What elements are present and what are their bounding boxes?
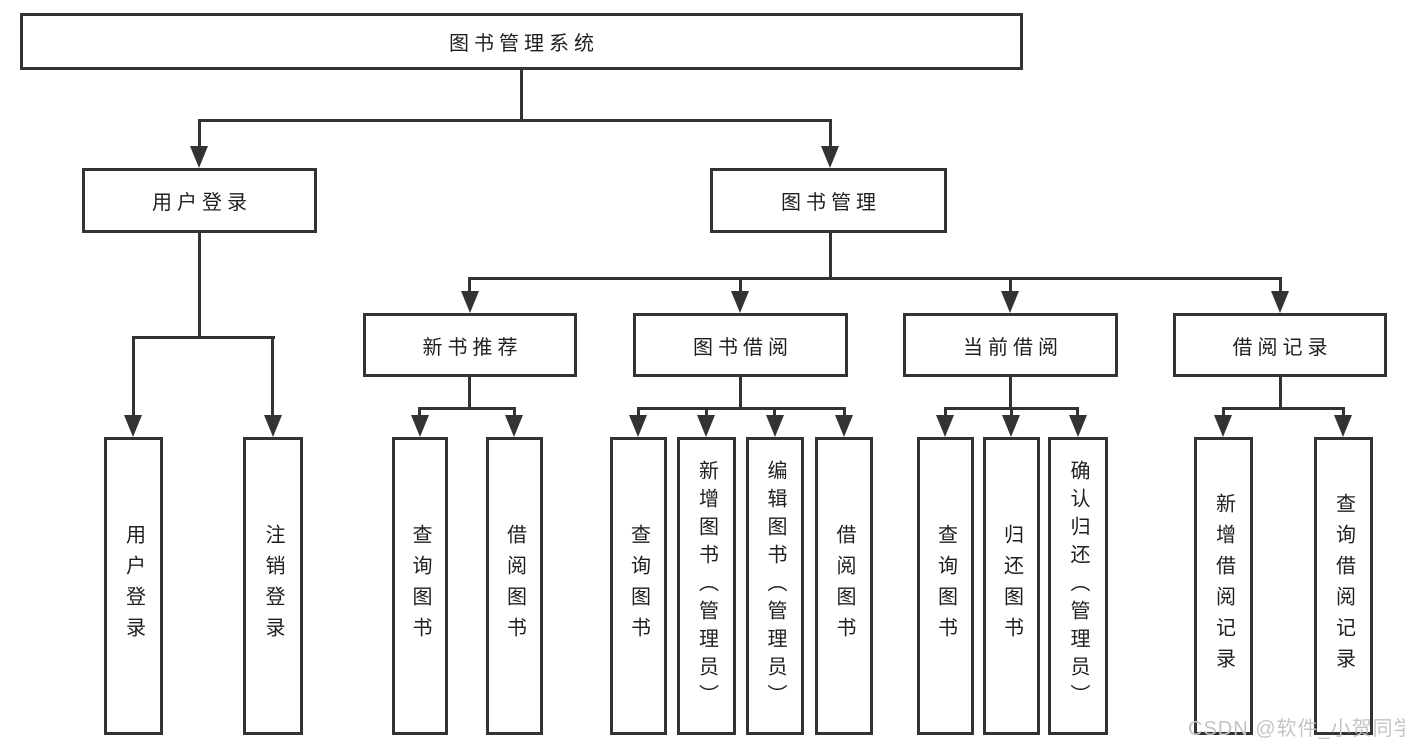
- leaf-current-confirm-admin: 确认归还（管理员）: [1048, 437, 1108, 735]
- connector-stub-borrow-leaf1: [637, 407, 640, 418]
- leaf-user-login: 用户登录: [104, 437, 163, 735]
- arrow-to-current-leaf1: [936, 415, 954, 437]
- root-label: 图书管理系统: [449, 33, 599, 55]
- module-records-box: 借阅记录: [1173, 313, 1387, 377]
- connector-borrow-trunk: [739, 377, 742, 410]
- leaf-logout-label: 注销登录: [262, 524, 284, 648]
- leaf-current-query-label: 查询图书: [934, 524, 957, 648]
- leaf-logout: 注销登录: [243, 437, 303, 735]
- leaf-records-add-label: 新增借阅记录: [1212, 493, 1235, 679]
- leaf-newbook-borrow-label: 借阅图书: [503, 524, 526, 648]
- arrow-to-user-leaf2: [264, 415, 282, 437]
- arrow-to-module2: [731, 291, 749, 313]
- connector-mgmt-split: [468, 277, 1282, 280]
- module-records-label: 借阅记录: [1232, 336, 1333, 359]
- arrow-to-book-mgmt: [821, 146, 839, 168]
- arrow-to-module4: [1271, 291, 1289, 313]
- arrow-to-newbook-leaf2: [505, 415, 523, 437]
- leaf-user-login-label: 用户登录: [122, 524, 145, 648]
- connector-root-trunk: [520, 70, 523, 121]
- arrow-to-module3: [1001, 291, 1019, 313]
- user-login-branch-box: 用户登录: [82, 168, 317, 233]
- arrow-to-borrow-leaf4: [835, 415, 853, 437]
- connector-records-trunk: [1279, 377, 1282, 410]
- connector-stub-records-leaf1: [1222, 407, 1225, 418]
- leaf-borrow-add-admin-label: 新增图书（管理员）: [695, 460, 718, 712]
- leaf-newbook-query-label: 查询图书: [409, 524, 431, 648]
- connector-borrow-split: [637, 407, 846, 410]
- arrow-to-records-leaf1: [1214, 415, 1232, 437]
- leaf-current-confirm-admin-label: 确认归还（管理员）: [1067, 460, 1089, 712]
- csdn-watermark: CSDN @软件_小贺同学: [1188, 718, 1405, 740]
- module-borrow-label: 图书借阅: [693, 336, 793, 359]
- leaf-records-query: 查询借阅记录: [1314, 437, 1373, 735]
- leaf-borrow-borrow: 借阅图书: [815, 437, 873, 735]
- leaf-borrow-edit-admin: 编辑图书（管理员）: [746, 437, 804, 735]
- arrow-to-user-leaf1: [124, 415, 142, 437]
- arrow-to-borrow-leaf3: [766, 415, 784, 437]
- connector-newbook-trunk: [468, 377, 471, 410]
- connector-stub-user: [198, 119, 201, 149]
- leaf-borrow-query: 查询图书: [610, 437, 667, 735]
- user-login-branch-label: 用户登录: [152, 192, 252, 214]
- connector-stub-user-leaf2: [271, 336, 274, 416]
- connector-stub-module1: [468, 277, 471, 294]
- connector-stub-records-leaf2: [1342, 407, 1345, 418]
- connector-stub-borrow-leaf3: [773, 407, 776, 418]
- leaf-borrow-query-label: 查询图书: [627, 524, 650, 648]
- connector-stub-module4: [1279, 277, 1282, 294]
- arrow-to-borrow-leaf2: [697, 415, 715, 437]
- leaf-current-query: 查询图书: [917, 437, 974, 735]
- root-box: 图书管理系统: [20, 13, 1023, 70]
- arrow-to-records-leaf2: [1334, 415, 1352, 437]
- connector-root-split: [198, 119, 832, 122]
- connector-stub-borrow-leaf4: [843, 407, 846, 418]
- leaf-borrow-borrow-label: 借阅图书: [833, 524, 855, 648]
- connector-stub-mgmt: [829, 119, 832, 149]
- module-current-label: 当前借阅: [963, 336, 1063, 359]
- connector-mgmt-trunk: [829, 233, 832, 279]
- leaf-current-return-label: 归还图书: [1000, 524, 1023, 648]
- connector-user-split: [132, 336, 275, 339]
- book-mgmt-branch-label: 图书管理: [781, 192, 881, 214]
- connector-user-trunk: [198, 233, 201, 339]
- leaf-borrow-add-admin: 新增图书（管理员）: [677, 437, 736, 735]
- leaf-newbook-query: 查询图书: [392, 437, 448, 735]
- arrow-to-module1: [461, 291, 479, 313]
- leaf-records-add: 新增借阅记录: [1194, 437, 1253, 735]
- connector-stub-user-leaf1: [132, 336, 135, 416]
- connector-current-trunk: [1009, 377, 1012, 410]
- leaf-records-query-label: 查询借阅记录: [1332, 493, 1355, 679]
- connector-stub-borrow-leaf2: [705, 407, 708, 418]
- leaf-borrow-edit-admin-label: 编辑图书（管理员）: [764, 460, 786, 712]
- connector-stub-current-leaf2: [1010, 407, 1013, 418]
- module-newbook-label: 新书推荐: [422, 336, 523, 359]
- leaf-newbook-borrow: 借阅图书: [486, 437, 543, 735]
- connector-stub-current-leaf3: [1076, 407, 1079, 418]
- connector-stub-newbook-leaf1: [418, 407, 421, 418]
- connector-newbook-split: [418, 407, 516, 410]
- arrow-to-user-login: [190, 146, 208, 168]
- connector-records-split: [1222, 407, 1345, 410]
- connector-stub-module2: [739, 277, 742, 294]
- module-borrow-box: 图书借阅: [633, 313, 848, 377]
- arrow-to-current-leaf3: [1069, 415, 1087, 437]
- arrow-to-newbook-leaf1: [411, 415, 429, 437]
- book-mgmt-branch-box: 图书管理: [710, 168, 947, 233]
- connector-stub-module3: [1009, 277, 1012, 294]
- connector-stub-newbook-leaf2: [513, 407, 516, 418]
- connector-stub-current-leaf1: [944, 407, 947, 418]
- leaf-current-return: 归还图书: [983, 437, 1040, 735]
- module-newbook-box: 新书推荐: [363, 313, 577, 377]
- module-current-box: 当前借阅: [903, 313, 1118, 377]
- arrow-to-current-leaf2: [1002, 415, 1020, 437]
- arrow-to-borrow-leaf1: [629, 415, 647, 437]
